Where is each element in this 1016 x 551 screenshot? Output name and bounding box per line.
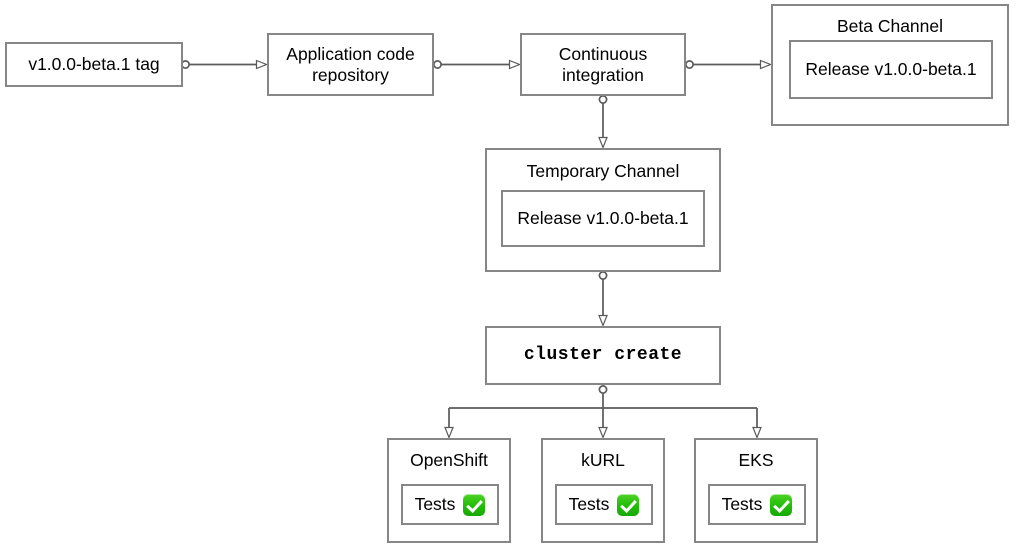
node-continuous-integration-label: Continuous integration [558,43,648,85]
node-beta-channel-release[interactable]: Release v1.0.0-beta.1 [789,40,993,99]
node-platform-eks[interactable]: EKS Tests [694,438,818,543]
node-temporary-channel-release[interactable]: Release v1.0.0-beta.1 [501,190,705,247]
node-platform-kurl-tests[interactable]: Tests [555,484,653,525]
node-platform-kurl[interactable]: kURL Tests [541,438,665,543]
node-platform-openshift[interactable]: OpenShift Tests [387,438,511,543]
check-mark-button-icon [463,493,486,516]
tests-row: Tests [721,493,793,516]
node-platform-kurl-tests-label: Tests [568,494,610,514]
tests-row: Tests [414,493,486,516]
node-application-code-repository[interactable]: Application code repository [267,33,434,96]
node-temporary-channel-title: Temporary Channel [526,161,680,181]
check-mark-button-icon [770,493,793,516]
node-platform-openshift-tests[interactable]: Tests [401,484,499,525]
node-beta-channel-title: Beta Channel [836,16,944,36]
check-mark-button-icon [617,493,640,516]
node-temporary-channel[interactable]: Temporary Channel Release v1.0.0-beta.1 [485,148,721,272]
node-platform-openshift-tests-label: Tests [414,494,456,514]
node-platform-openshift-title: OpenShift [410,450,488,470]
node-platform-kurl-title: kURL [581,450,625,470]
node-tag-label: v1.0.0-beta.1 tag [28,54,160,75]
node-temporary-channel-release-label: Release v1.0.0-beta.1 [517,208,689,228]
node-beta-channel-release-label: Release v1.0.0-beta.1 [805,59,977,79]
node-platform-eks-title: EKS [738,450,774,470]
node-platform-eks-tests[interactable]: Tests [708,484,806,525]
node-cluster-create-label: cluster create [523,344,683,365]
tests-row: Tests [568,493,640,516]
node-beta-channel[interactable]: Beta Channel Release v1.0.0-beta.1 [771,4,1009,126]
node-cluster-create[interactable]: cluster create [485,326,721,385]
node-platform-eks-tests-label: Tests [721,494,763,514]
node-continuous-integration[interactable]: Continuous integration [520,33,686,96]
node-tag[interactable]: v1.0.0-beta.1 tag [5,42,183,87]
node-application-code-repository-label: Application code repository [286,43,415,85]
